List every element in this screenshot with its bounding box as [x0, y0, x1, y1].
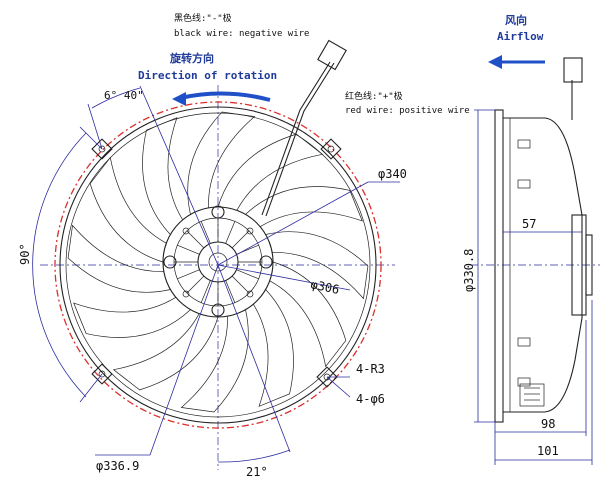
- side-label-block: [519, 383, 545, 407]
- angle-offset-label: 6° 40": [104, 89, 144, 102]
- mounting-tabs: [91, 138, 342, 388]
- mount-hole-label: 4-φ6: [356, 392, 385, 406]
- hub-shaft: [208, 252, 228, 272]
- outer-ring: [59, 106, 377, 424]
- hub-rib: [177, 269, 200, 280]
- rotation-en: Direction of rotation: [138, 69, 277, 82]
- outer-dashed-outline: [54, 101, 382, 429]
- dia-3369-label: φ336.9: [96, 459, 139, 473]
- dim-arc-21: [217, 449, 291, 463]
- wire-red-cn: 红色线:"+"极: [345, 90, 403, 102]
- fan-blade: [73, 297, 191, 338]
- rotation-cn: 旋转方向: [169, 51, 214, 65]
- frame-plate: [494, 109, 504, 423]
- fan-blade: [89, 156, 167, 263]
- fan-blade: [187, 111, 256, 215]
- side-view: [470, 55, 600, 465]
- fan-blade: [253, 289, 294, 407]
- hub-rib: [225, 221, 236, 244]
- wire-red-en: red wire: positive wire: [345, 106, 470, 116]
- hub-rib: [200, 280, 211, 303]
- dim-line-306: [217, 264, 351, 291]
- fan-blade: [269, 261, 347, 368]
- dia-306-label: φ306: [309, 277, 340, 297]
- fan-blade: [217, 133, 324, 211]
- rotation-arrow: [179, 91, 271, 102]
- fan-blade: [142, 117, 183, 235]
- text-labels: 黑色线:"-"极 black wire: negative wire 旋转方向 …: [18, 12, 559, 479]
- dim-arc-90: [32, 132, 87, 398]
- fan-blade: [265, 231, 369, 300]
- hub-rib: [236, 269, 259, 280]
- wire-black-en: black wire: negative wire: [174, 29, 309, 39]
- wire-connector: [317, 39, 347, 71]
- inner-ring: [65, 112, 371, 418]
- fan-blade: [180, 309, 249, 413]
- hub-bosses: [163, 205, 273, 317]
- depth-98-label: 98: [541, 417, 555, 431]
- hub-rib: [186, 275, 205, 294]
- fan-blade: [112, 313, 219, 391]
- hub-rib: [186, 230, 205, 249]
- front-view: [32, 39, 400, 470]
- dim-line-3369: [149, 264, 219, 456]
- wire-black-cn: 黑色线:"-"极: [174, 12, 232, 24]
- dia-340-label: φ340: [378, 167, 407, 181]
- depth-57-label: 57: [522, 217, 536, 231]
- hub-rib: [200, 221, 211, 244]
- hub-rib: [231, 275, 250, 294]
- shroud-body: [503, 117, 583, 413]
- dia-3308-label: φ330.8: [462, 249, 476, 292]
- airflow-en: Airflow: [497, 30, 544, 43]
- hub-rib: [225, 280, 236, 303]
- fan-blade: [67, 224, 171, 293]
- airflow-cn: 风向: [505, 13, 527, 27]
- depth-101-label: 101: [537, 444, 559, 458]
- dim-line-hole: [326, 376, 351, 398]
- fan-blade: [245, 186, 363, 227]
- mount-r3-label: 4-R3: [356, 362, 385, 376]
- hub-rib: [177, 244, 200, 255]
- side-connector: [563, 57, 583, 83]
- angle-21-label: 21°: [246, 465, 268, 479]
- hub-ribs: [174, 218, 262, 306]
- dim-line-340: [217, 181, 369, 266]
- fan-blades: [67, 111, 369, 413]
- dim-arc-640: [91, 87, 141, 109]
- angle-90-label: 90°: [18, 243, 32, 265]
- hub-rib: [231, 230, 250, 249]
- wire: [261, 61, 331, 216]
- hub-outer: [162, 206, 274, 318]
